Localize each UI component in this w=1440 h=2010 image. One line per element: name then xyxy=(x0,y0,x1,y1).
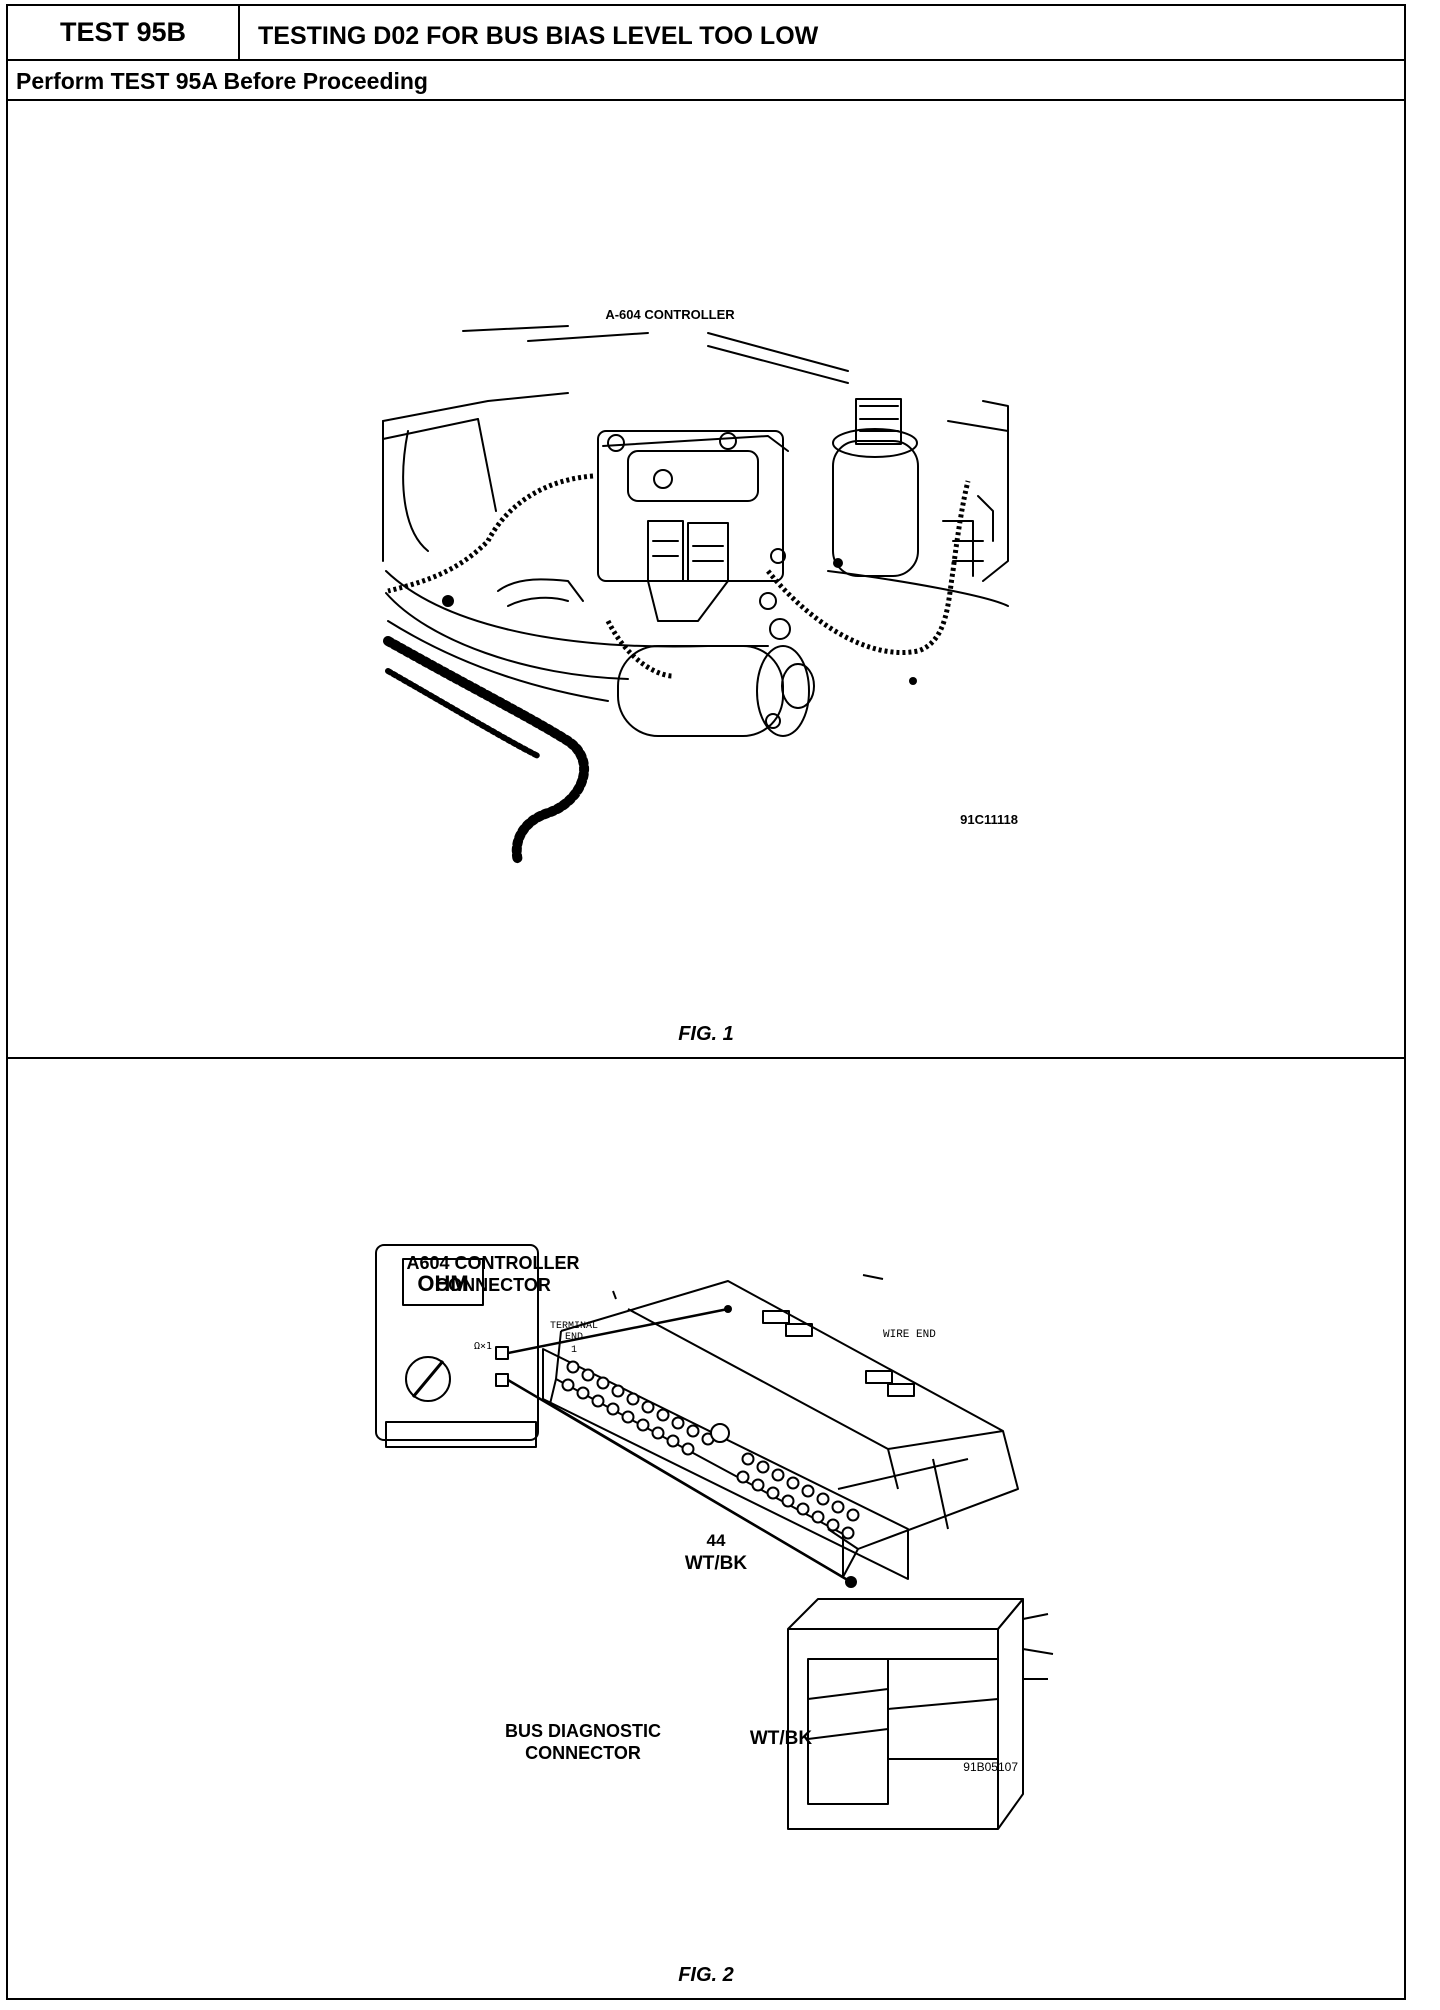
controller-callout: A-604 CONTROLLER xyxy=(605,307,735,322)
bus-probe-point xyxy=(845,1576,857,1588)
figure-2-panel: A604 CONTROLLER CONNECTOR TERMINAL END 1… xyxy=(8,1059,1404,1998)
terminal-end-label-line2: END xyxy=(565,1332,583,1343)
test-title: TESTING D02 FOR BUS BIAS LEVEL TOO LOW xyxy=(258,22,819,50)
test-id: TEST 95B xyxy=(8,6,240,59)
bus-wire-color-label: WT/BK xyxy=(750,1728,813,1749)
connector-diagram: A604 CONTROLLER CONNECTOR TERMINAL END 1… xyxy=(375,1244,1054,1830)
terminal-one-label: 1 xyxy=(571,1345,577,1356)
meter-range-label: Ω×1 xyxy=(474,1341,492,1352)
figure-2-caption: FIG. 2 xyxy=(678,1964,734,1986)
engine-bay-illustration: A-604 CONTROLLER 91C11118 xyxy=(382,307,1018,866)
pin-wire-color-label: WT/BK xyxy=(685,1553,748,1574)
prerequisite-note: Perform TEST 95A Before Proceeding xyxy=(8,61,1404,101)
bus-connector-label-line2: CONNECTOR xyxy=(525,1743,641,1763)
terminal-end-label-line1: TERMINAL xyxy=(550,1321,598,1332)
pin-number-label: 44 xyxy=(707,1531,726,1550)
pin-44-probe-point xyxy=(724,1305,732,1313)
test-header: TEST 95B TESTING D02 FOR BUS BIAS LEVEL … xyxy=(8,6,1404,61)
figure-1-ref-code: 91C11118 xyxy=(960,812,1018,827)
controller-connector-label-line1: A604 CONTROLLER xyxy=(406,1253,579,1273)
test-page: TEST 95B TESTING D02 FOR BUS BIAS LEVEL … xyxy=(6,4,1406,2000)
controller-connector-label-line2: CONNECTOR xyxy=(435,1275,551,1295)
figure-2-ref-code: 91B05107 xyxy=(963,1760,1018,1774)
wire-end-label: WIRE END xyxy=(883,1329,936,1341)
figure-1-panel: A-604 CONTROLLER 91C11118 FIG. 1 xyxy=(8,101,1404,1059)
meter-display: OHM xyxy=(417,1271,468,1296)
figure-1-caption: FIG. 1 xyxy=(678,1023,734,1045)
bus-connector-label-line1: BUS DIAGNOSTIC xyxy=(505,1721,661,1741)
